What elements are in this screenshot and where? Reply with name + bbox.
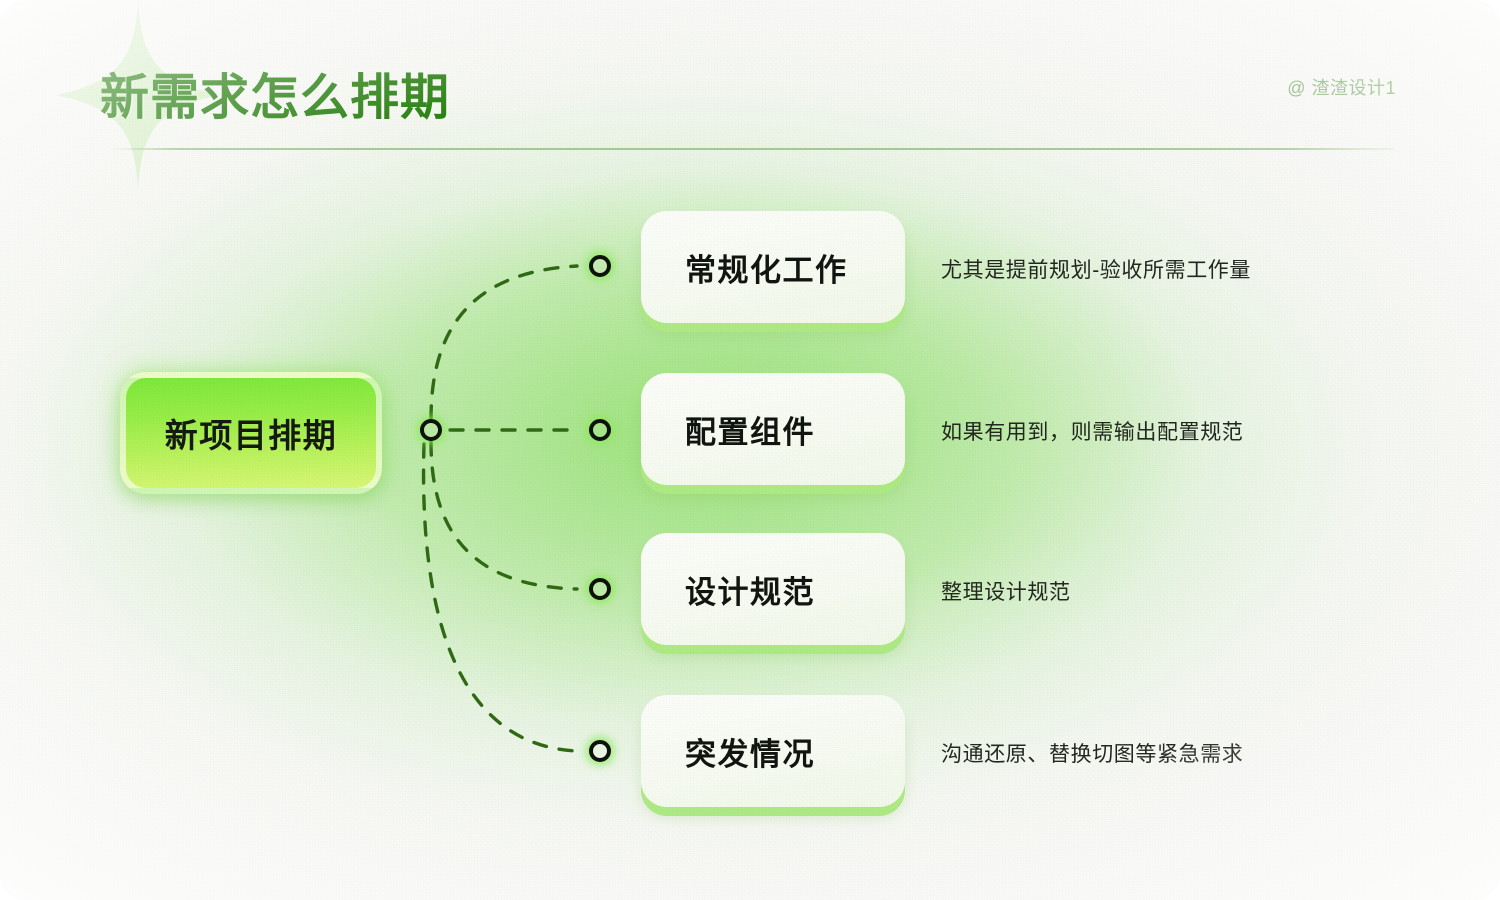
branch-dot-4[interactable]: [589, 740, 611, 762]
branch-card-title: 配置组件: [685, 414, 815, 450]
link-to-branch-3: [429, 440, 579, 591]
branch-desc-2: 如果有用到，则需输出配置规范: [941, 421, 1244, 444]
branch-desc-4: 沟通还原、替换切图等紧急需求: [941, 743, 1244, 766]
branch-dot-1[interactable]: [589, 255, 611, 277]
root-node-label: 新项目排期: [164, 417, 338, 454]
branch-desc-1: 尤其是提前规划-验收所需工作量: [941, 259, 1251, 282]
link-to-branch-1: [429, 264, 579, 421]
branch-card-1[interactable]: 常规化工作: [641, 211, 905, 323]
author-handle: @ 渣渣设计1: [1287, 78, 1396, 98]
branch-card-2[interactable]: 配置组件: [641, 373, 905, 485]
link-to-branch-4: [421, 442, 579, 753]
branch-dot-2[interactable]: [589, 419, 611, 441]
root-node[interactable]: 新项目排期: [120, 372, 382, 494]
branch-card-title: 设计规范: [685, 574, 815, 610]
page-title: 新需求怎么排期: [100, 71, 451, 125]
branch-card-3[interactable]: 设计规范: [641, 533, 905, 645]
branch-desc-3: 整理设计规范: [941, 581, 1071, 604]
branch-card-4[interactable]: 突发情况: [641, 695, 905, 807]
branch-card-title: 突发情况: [685, 736, 815, 772]
header: 新需求怎么排期 @ 渣渣设计1: [0, 0, 1500, 160]
hub-node-dot[interactable]: [420, 419, 442, 441]
header-divider: [110, 148, 1394, 150]
branch-dot-3[interactable]: [589, 578, 611, 600]
branch-card-title: 常规化工作: [685, 252, 848, 288]
